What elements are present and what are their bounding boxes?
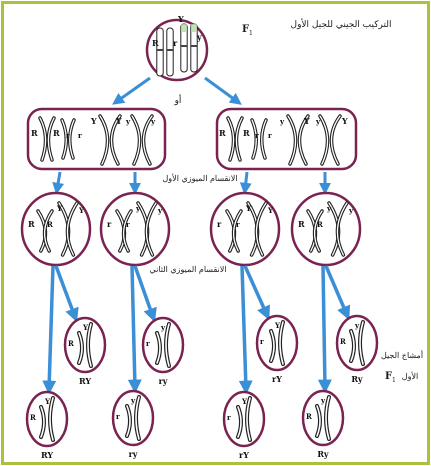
allele-R-label: R <box>30 413 36 422</box>
gamete-genotype-label: Ry <box>351 374 363 384</box>
gamete-genotype-label: rY <box>239 450 249 460</box>
allele-R-label: R <box>243 128 250 138</box>
arrow-to-gamete <box>245 266 267 315</box>
allele-Y-label: Y <box>44 397 51 406</box>
allele-Y-label: Y <box>82 323 89 332</box>
parent-f-index: 1 <box>249 30 253 37</box>
gamete-genotype-label: Ry <box>317 449 329 459</box>
gamete-genotype-label: RY <box>79 376 91 386</box>
allele-R-label: R <box>306 412 312 421</box>
gamete-genotype-label: rY <box>272 374 282 384</box>
allele-r-label: r <box>268 131 272 140</box>
meiosis-one-label: الانقسام الميوزي الأول <box>162 173 237 183</box>
allele-r-label: r <box>146 339 150 348</box>
allele-R-label: R <box>28 219 35 229</box>
allele-R-label: R <box>219 128 226 138</box>
allele-R-label: R <box>298 219 305 229</box>
allele-r-label: r <box>116 412 120 421</box>
allele-r-label: r <box>260 337 264 346</box>
arrow-to-gamete <box>56 266 75 317</box>
allele-R-label: R <box>152 38 159 48</box>
allele-R-label: R <box>317 220 323 229</box>
allele-R-label: R <box>31 128 38 138</box>
arrow-to-gamete <box>323 266 325 388</box>
parent-genotype-title: التركيب الجيني للجيل الأول <box>291 18 392 30</box>
allele-Y-label: Y <box>90 116 97 126</box>
arrow-parent-left <box>116 78 150 102</box>
metaphase-box-left: R R r r Y Y y y <box>28 109 165 169</box>
arrow-parent-right <box>205 78 238 102</box>
allele-R-label: R <box>68 339 74 348</box>
f1-gametes-label-line2: الأول <box>402 371 418 381</box>
allele-Y-label: Y <box>78 206 85 215</box>
allele-Y-label: Y <box>115 116 122 126</box>
f1-index: 1 <box>392 377 396 384</box>
allele-R-label: R <box>53 128 60 138</box>
allele-Y-label: Y <box>267 206 274 215</box>
arrow-to-gamete <box>132 266 135 388</box>
allele-Y-label: Y <box>341 116 348 126</box>
allele-Y-label: Y <box>56 204 63 213</box>
gamete-cell: RY RY <box>65 318 105 386</box>
allele-y-label: y <box>196 32 202 42</box>
arrow-to-gamete <box>242 266 246 389</box>
allele-Y-label: Y <box>241 397 248 406</box>
parent-cell: R r Y y <box>147 14 207 80</box>
allele-r-label: r <box>78 131 82 140</box>
f1-gametes-label-line1: أمشاج الجيل <box>381 349 423 360</box>
arrow-to-gamete <box>326 266 347 315</box>
allele-Y-label: Y <box>177 14 184 24</box>
allele-R-label: R <box>340 337 346 346</box>
allele-r-label: r <box>227 413 231 422</box>
gamete-genotype-label: ry <box>129 449 138 459</box>
meiosis-two-label: الانقسام الميوزي الثاني <box>149 265 226 274</box>
allele-R-label: R <box>47 220 53 229</box>
gamete-cell: RY RY <box>27 392 67 460</box>
allele-Y-label: Y <box>303 116 310 126</box>
gamete-cell: ryry <box>143 318 183 386</box>
arrow-to-gamete <box>49 266 53 389</box>
or-label: أو <box>174 93 182 106</box>
gamete-genotype-label: RY <box>41 450 53 460</box>
allele-r-label: r <box>255 131 259 140</box>
allele-r-label: r <box>126 220 130 229</box>
allele-Y-label: Y <box>274 321 281 330</box>
arrow-meta-1 <box>57 172 60 190</box>
allele-r-label: r <box>66 131 70 140</box>
gamete-genotype-label: ry <box>159 376 168 386</box>
metaphase-box-right: R R r r y Y y Y <box>217 109 356 169</box>
allele-r-label: r <box>236 220 240 229</box>
arrow-meta-3 <box>245 172 247 190</box>
allele-Y-label: Y <box>245 204 252 213</box>
